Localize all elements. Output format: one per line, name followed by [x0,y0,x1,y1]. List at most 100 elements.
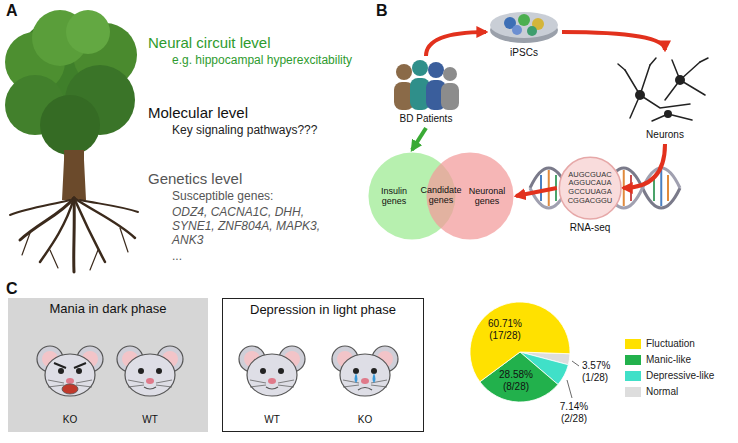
tree-illustration [40,95,100,155]
depression-mice [239,346,305,396]
tree-illustration [80,200,138,212]
neurons-icon [665,60,705,100]
patients-icon [412,60,428,76]
neurons-icon [652,114,692,121]
pie-percent: 60.71% (17/28) [488,318,522,341]
flow-arrow [562,32,665,50]
tree-illustration [10,198,138,272]
node-label: Mania in dark phase [49,302,166,317]
legend-row: Normal [625,386,678,398]
neurons-icon [664,110,672,118]
patients-box: BD Patients [392,58,460,126]
mania-mice [37,346,103,396]
depression-mice [266,387,278,389]
tree-illustration [64,150,84,198]
tree-illustration [40,198,74,262]
level-note: e.g. hippocampal hyperexcitability [172,54,352,68]
node-label: BD Patients [400,113,453,125]
legend-row: Depressive-like [625,370,714,382]
culture-plate-icon [490,12,558,38]
patients-icon [443,67,457,81]
genotype-label: WT [142,414,158,426]
level-note: Key signaling pathways??? [172,124,317,138]
node-label: AUGCGUAC AGGUCAUA GCCUUAGA CGGACGGU [568,171,613,206]
pie-leader-lines [572,361,579,366]
pie-percent: 3.57% (1/28) [582,360,610,383]
legend-swatch [625,339,641,349]
neurons-box: Neurons [615,52,715,142]
mania-mice [62,384,78,394]
culture-plate-icon [512,25,522,35]
venn-overlap-label: Candidate genes [420,185,461,206]
flow-arrow [412,128,426,150]
patients-icon [428,62,444,78]
tree-illustration [72,198,76,272]
rna-seq-circle: AUGCGUAC AGGUCAUA GCCUUAGA CGGACGGU [559,157,621,219]
neurons-icon [635,90,645,100]
depression-mice [332,346,398,396]
patients-icon [441,83,459,110]
depression-mice [355,373,358,383]
legend-text: Manic-like [646,354,691,366]
node-label: Depression in light phase [250,303,396,318]
mania-mice [144,387,156,389]
dna-helix [540,175,542,201]
level-heading: Neural circuit level [148,34,271,51]
phase-panel: Depression in light phase [222,298,424,432]
culture-plate-icon [490,12,558,43]
node-label: iPSCs [510,47,538,59]
genotype-label: KO [358,414,372,426]
neurons-icon [675,75,685,85]
level-heading: Molecular level [148,104,248,121]
mania-mice [37,346,183,396]
node-label: Insulin genes [381,186,407,207]
patients-icon [396,64,412,80]
tree-illustration [66,10,110,54]
tree-illustration [5,10,138,272]
panel-letter: B [376,2,388,20]
panel-letter: C [6,280,18,298]
node-label: Neurons [646,129,684,141]
legend-row: Manic-like [625,354,691,366]
pie-percent: 7.14% (2/28) [560,401,588,424]
pie-percent: 28.58% (8/28) [499,369,533,392]
neurons-icon [618,58,708,121]
legend-swatch [625,355,641,365]
dna-helix [660,170,662,206]
depression-mice [358,388,372,391]
mania-mice [54,363,86,368]
neurons-icon [618,58,708,70]
method-label: RNA-seq [570,222,611,234]
legend-swatch [625,371,641,381]
rna-seq-circle-fill [559,157,621,219]
ellipsis-note: ... [172,250,182,264]
level-note: Susceptible genes: [172,190,273,204]
pie-leader-lines [567,380,572,398]
neurons-icon [618,58,708,121]
flow-arrow [426,32,486,56]
culture-plate-icon [518,14,530,26]
node-label: Neuronal genes [469,186,506,207]
mania-mice [117,346,183,396]
ipsc-box: iPSCs [488,4,560,60]
legend-text: Normal [646,386,678,398]
legend-swatch [625,387,641,397]
genotype-label: KO [63,414,77,426]
legend-text: Fluctuation [646,338,695,350]
tree-illustration [22,228,128,270]
patients-icon [394,60,459,110]
phase-panel: Mania in dark phase [8,298,208,432]
flow-arrow [516,188,557,196]
neurons-icon [625,65,690,118]
genotype-label: WT [264,414,280,426]
legend-text: Depressive-like [646,370,714,382]
flow-arrow [623,144,665,188]
depression-mice [373,373,376,383]
depression-mice [239,346,398,396]
tree-illustration [10,200,70,215]
gene-list: ODZ4, CACNA1C, DHH, SYNE1, ZNF804A, MAPK… [172,206,344,247]
mania-panel-ground [8,298,208,432]
panel-letter: A [6,2,18,20]
pie-chart [470,302,570,402]
